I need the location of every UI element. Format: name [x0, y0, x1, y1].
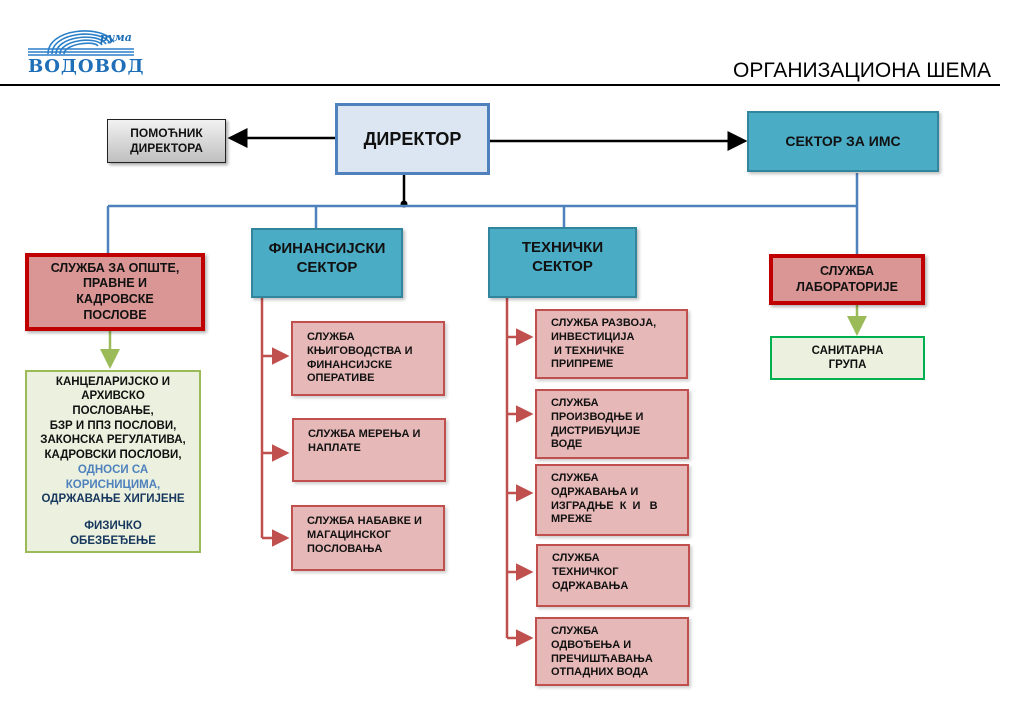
service-line: СЛУЖБА — [307, 331, 355, 343]
service-line: ТЕХНИЧКОГ — [552, 565, 619, 578]
ims-sector-label: СЕКТОР ЗА ИМС — [785, 132, 901, 149]
service-line: МРЕЖЕ — [551, 513, 593, 526]
duty-line-security: ОБЕЗБЕЂЕЊЕ — [70, 534, 156, 547]
service-line: ПОСЛОВАЊА — [307, 542, 383, 555]
technical-service-production[interactable]: СЛУЖБА ПРОИЗВОДЊЕ И ДИСТРИБУЦИЈЕ ВОДЕ — [535, 389, 689, 459]
duty-line: КАНЦЕЛАРИЈСКО И — [55, 375, 171, 388]
finance-service-metering[interactable]: СЛУЖБА МЕРЕЊА И НАПЛАТЕ — [292, 418, 446, 482]
logo: рума ВОДОВОД — [22, 18, 145, 80]
service-line: ОДВОЂЕЊА И — [551, 638, 632, 651]
sanitary-group-line: САНИТАРНА — [811, 344, 884, 357]
lab-service-line: СЛУЖБА — [819, 263, 875, 278]
ims-sector-box[interactable]: СЕКТОР ЗА ИМС — [747, 111, 939, 172]
technical-sector-line: ТЕХНИЧКИ — [521, 239, 604, 256]
assistant-line-2: ДИРЕКТОРА — [130, 141, 203, 155]
service-line: СЛУЖБА МЕРЕЊА И — [308, 428, 421, 440]
service-line: ОДРЖАВАЊА — [552, 579, 629, 592]
service-line: СЛУЖБА — [551, 397, 599, 409]
technical-sector-line: СЕКТОР — [532, 257, 593, 275]
duty-line: ПОСЛОВАЊЕ, — [72, 404, 154, 417]
service-line: ДИСТРИБУЦИЈЕ — [551, 424, 641, 437]
service-line: МАГАЦИНСКОГ — [307, 528, 391, 541]
service-line: ИЗГРАДЊЕ К И В — [551, 499, 658, 512]
general-service-box[interactable]: СЛУЖБА ЗА ОПШТЕ, ПРАВНЕ И КАДРОВСКЕ ПОСЛ… — [25, 253, 205, 331]
lab-service-box[interactable]: СЛУЖБА ЛАБОРАТОРИЈЕ — [769, 254, 925, 305]
finance-service-accounting[interactable]: СЛУЖБА КЊИГОВОДСТВА И ФИНАНСИЈСКЕ ОПЕРАТ… — [291, 321, 445, 396]
page-title: ОРГАНИЗАЦИОНА ШЕМА — [733, 59, 991, 82]
technical-service-development[interactable]: СЛУЖБА РАЗВОЈА, ИНВЕСТИЦИЈА И ТЕХНИЧКЕ П… — [535, 309, 688, 379]
sanitary-group-box[interactable]: САНИТАРНА ГРУПА — [770, 336, 925, 380]
logo-swoosh-icon — [28, 30, 134, 56]
assistant-line-1: ПОМОЋНИК — [130, 126, 203, 140]
service-line: СЛУЖБА — [551, 472, 599, 484]
finance-sector-box[interactable]: ФИНАНСИЈСКИ СЕКТОР — [251, 228, 403, 298]
technical-service-wastewater[interactable]: СЛУЖБА ОДВОЂЕЊА И ПРЕЧИШЋАВАЊА ОТПАДНИХ … — [535, 617, 689, 686]
service-line: ОПЕРАТИВЕ — [307, 372, 375, 385]
sanitary-group-line: ГРУПА — [828, 359, 867, 371]
general-service-line: ПРАВНЕ И — [82, 276, 148, 291]
service-line: ПРОИЗВОДЊЕ И — [551, 410, 644, 423]
duty-line: БЗР И ППЗ ПОСЛОВИ, — [49, 419, 177, 432]
service-line: СЛУЖБА НАБАВКЕ И — [307, 515, 422, 527]
service-line: СЛУЖБА РАЗВОЈА, — [551, 317, 657, 329]
duty-line-hygiene: ОДРЖАВАЊЕ ХИГИЈЕНЕ — [41, 493, 185, 506]
duty-line: АРХИВСКО — [81, 390, 145, 403]
assistant-director-box[interactable]: ПОМОЋНИК ДИРЕКТОРА — [107, 119, 226, 163]
finance-service-procurement[interactable]: СЛУЖБА НАБАВКЕ И МАГАЦИНСКОГ ПОСЛОВАЊА — [291, 505, 445, 571]
logo-main-text: ВОДОВОД — [28, 56, 145, 77]
service-line: ПРИПРЕМЕ — [551, 358, 614, 371]
general-service-line: ПОСЛОВЕ — [83, 307, 147, 322]
finance-sector-line: ФИНАНСИЈСКИ — [268, 240, 386, 257]
technical-sector-box[interactable]: ТЕХНИЧКИ СЕКТОР — [488, 227, 637, 298]
finance-sector-line: СЕКТОР — [296, 258, 358, 276]
service-line: НАПЛАТЕ — [308, 441, 361, 454]
service-line: И ТЕХНИЧКЕ — [551, 344, 625, 357]
duty-line-security: ФИЗИЧКО — [84, 520, 142, 533]
service-line: ОТПАДНИХ ВОДА — [551, 666, 649, 679]
service-line: ВОДЕ — [551, 438, 583, 451]
service-line: СЛУЖБА — [551, 625, 599, 637]
general-duties-box[interactable]: КАНЦЕЛАРИЈСКО И АРХИВСКО ПОСЛОВАЊЕ, БЗР … — [25, 370, 201, 553]
service-line: ОДРЖАВАЊА И — [551, 485, 639, 498]
service-line: ФИНАНСИЈСКЕ — [307, 358, 393, 371]
service-line: СЛУЖБА — [552, 552, 600, 564]
service-line: ИНВЕСТИЦИЈА — [551, 330, 635, 343]
duty-line: КАДРОВСКИ ПОСЛОВИ, — [44, 449, 182, 462]
service-line: КЊИГОВОДСТВА И — [307, 344, 413, 357]
duty-line-highlight: КОРИСНИЦИМА, — [65, 478, 161, 491]
director-label: ДИРЕКТОР — [363, 128, 462, 149]
technical-service-technical-maintenance[interactable]: СЛУЖБА ТЕХНИЧКОГ ОДРЖАВАЊА — [536, 544, 690, 607]
header-divider — [0, 84, 1000, 86]
general-service-line: КАДРОВСКЕ — [76, 292, 154, 306]
duty-line-highlight: ОДНОСИ СА — [77, 463, 149, 476]
service-line: ПРЕЧИШЋАВАЊА — [551, 652, 653, 665]
duty-line: ЗАКОНСКА РЕГУЛАТИВА, — [40, 434, 186, 447]
general-service-line: СЛУЖБА ЗА ОПШТЕ, — [50, 260, 180, 275]
logo-top-text: рума — [100, 31, 132, 44]
director-box[interactable]: ДИРЕКТОР — [335, 103, 490, 175]
technical-service-maintenance-network[interactable]: СЛУЖБА ОДРЖАВАЊА И ИЗГРАДЊЕ К И В МРЕЖЕ — [535, 464, 689, 536]
lab-service-line: ЛАБОРАТОРИЈЕ — [796, 279, 898, 294]
